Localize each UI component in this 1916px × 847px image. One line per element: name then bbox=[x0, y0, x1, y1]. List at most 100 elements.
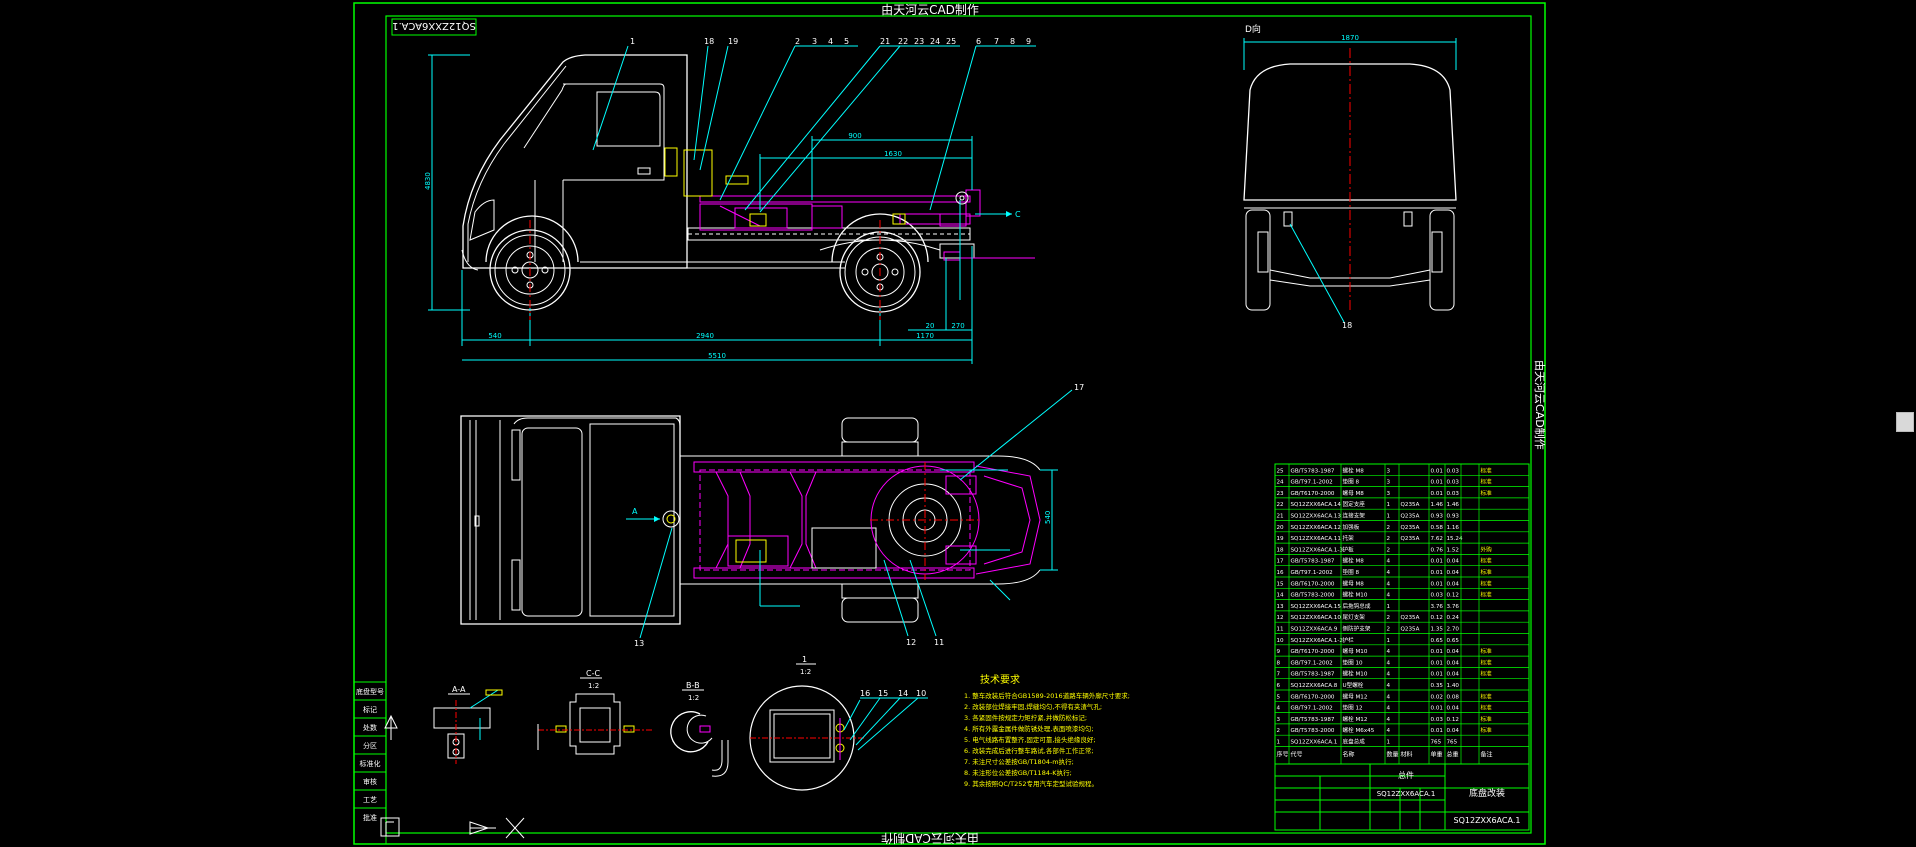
bom-cell: 15.24 bbox=[1447, 536, 1463, 542]
bom-cell: 标准 bbox=[1481, 489, 1493, 497]
bom-cell: 0.01 bbox=[1431, 649, 1444, 655]
bom-header-cell: 备注 bbox=[1481, 751, 1493, 759]
title-code: SQ12ZXX6ACA.1 bbox=[1377, 790, 1436, 798]
bom-cell: 标准 bbox=[1481, 591, 1493, 599]
bom-cell: 0.02 bbox=[1431, 694, 1443, 700]
dim-top-1: 900 bbox=[848, 132, 861, 140]
bom-cell: 1.46 bbox=[1431, 502, 1444, 508]
tech-line-5: 5. 电气线路布置整齐,固定可靠,接头绝缘良好; bbox=[964, 735, 1096, 744]
bom-cell: 0.08 bbox=[1447, 694, 1460, 700]
technical-requirements: 技术要求 1. 整车改装后符合GB1589-2016道路车辆外廓尺寸要求; 2.… bbox=[964, 673, 1130, 788]
bom-cell: 17 bbox=[1277, 559, 1285, 565]
bom-cell: 1 bbox=[1387, 740, 1391, 746]
dim-small-1: 20 bbox=[926, 322, 935, 330]
drawing-frame bbox=[353, 2, 1546, 845]
bom-cell: 后拖钩总成 bbox=[1343, 602, 1371, 610]
bom-cell: 11 bbox=[1277, 627, 1285, 633]
bom-cell: 垫圈 8 bbox=[1343, 478, 1360, 486]
bom-cell: 5 bbox=[1277, 694, 1281, 700]
balloon-25: 25 bbox=[946, 37, 956, 46]
bom-cell: 标准 bbox=[1481, 478, 1493, 486]
section-aa: A-A bbox=[433, 685, 503, 764]
left-label-5: 审核 bbox=[363, 777, 377, 786]
balloon-2: 2 bbox=[795, 37, 800, 46]
tech-line-9: 9. 其余按照QC/T252专用汽车定型试验规程。 bbox=[964, 779, 1098, 788]
bom-cell: 2 bbox=[1387, 536, 1391, 542]
bom-cell: 23 bbox=[1277, 491, 1285, 497]
bom-cell: 0.04 bbox=[1447, 660, 1460, 666]
left-label-0: 底盘型号 bbox=[356, 687, 384, 696]
bom-cell: 4 bbox=[1387, 706, 1391, 712]
bom-cell: 3.76 bbox=[1447, 604, 1460, 610]
vertical-scrollbar[interactable] bbox=[1894, 0, 1916, 847]
side-view-parts bbox=[664, 147, 1035, 261]
bom-cell: 12 bbox=[1277, 615, 1284, 621]
bom-cell: 4 bbox=[1387, 570, 1391, 576]
bom-header-cell: 单重 bbox=[1431, 751, 1443, 759]
bom-cell: 垫圈 12 bbox=[1343, 704, 1363, 712]
bom-cell: 14 bbox=[1277, 593, 1285, 599]
balloon-15: 15 bbox=[878, 689, 888, 698]
bom-cell: 0.03 bbox=[1431, 717, 1444, 723]
bom-cell: 螺栓 M10 bbox=[1343, 591, 1368, 599]
bom-cell: 24 bbox=[1277, 480, 1285, 486]
bom-cell: 2 bbox=[1277, 728, 1281, 734]
bom-cell: 标准 bbox=[1481, 658, 1493, 666]
bom-cell: GB/T97.1-2002 bbox=[1291, 480, 1333, 486]
bom-cell: 底盘总成 bbox=[1343, 738, 1366, 746]
bom-cell: SQ12ZXX6ACA.1-2 bbox=[1291, 638, 1343, 644]
bom-cell: SQ12ZXX6ACA.14 bbox=[1291, 502, 1342, 508]
section-arrow-c: C bbox=[1015, 210, 1021, 219]
bom-cell: 标准 bbox=[1481, 466, 1493, 474]
scrollbar-thumb[interactable] bbox=[1896, 412, 1914, 432]
dim-length: 5510 bbox=[708, 352, 726, 360]
bom-cell: GB/T5783-2000 bbox=[1291, 728, 1335, 734]
dim-wheelbase: 2940 bbox=[696, 332, 714, 340]
bom-cell: GB/T6170-2000 bbox=[1291, 649, 1335, 655]
left-label-1: 标记 bbox=[363, 705, 377, 714]
bom-cell: 1 bbox=[1387, 638, 1391, 644]
bom-cell: 0.01 bbox=[1431, 706, 1444, 712]
title-block: 总件 底盘改装 SQ12ZXX6ACA.1 SQ12ZXX6ACA.1 bbox=[1274, 763, 1530, 831]
bom-cell: 20 bbox=[1277, 525, 1285, 531]
bom-cell: 0.03 bbox=[1447, 491, 1460, 497]
bom-cell: 1 bbox=[1387, 604, 1391, 610]
bom-cell: 4 bbox=[1387, 694, 1391, 700]
dim-top-view-width: 540 bbox=[1044, 511, 1052, 524]
bom-cell: 1.52 bbox=[1447, 547, 1459, 553]
bom-cell: 1.16 bbox=[1447, 525, 1460, 531]
balloon-12: 12 bbox=[906, 638, 916, 647]
bom-cell: 0.01 bbox=[1431, 660, 1444, 666]
balloon-23: 23 bbox=[914, 37, 924, 46]
section-bb-scale: 1:2 bbox=[688, 694, 699, 702]
bom-cell: 加强板 bbox=[1343, 523, 1360, 531]
bom-cell: 0.01 bbox=[1431, 581, 1444, 587]
bom-cell: SQ12ZXX6ACA.11 bbox=[1291, 536, 1342, 542]
bom-cell: 10 bbox=[1277, 638, 1285, 644]
tech-line-1: 1. 整车改装后符合GB1589-2016道路车辆外廓尺寸要求; bbox=[964, 691, 1130, 700]
bom-cell: GB/T5783-2000 bbox=[1291, 593, 1335, 599]
bom-cell: Q235A bbox=[1401, 502, 1420, 508]
balloon-4: 4 bbox=[828, 37, 833, 46]
bom-cell: GB/T97.1-2002 bbox=[1291, 660, 1333, 666]
bom-cell: 4 bbox=[1387, 728, 1391, 734]
bom-cell: 0.12 bbox=[1431, 615, 1443, 621]
bom-cell: 侧防护支架 bbox=[1343, 625, 1371, 633]
balloon-9: 9 bbox=[1026, 37, 1031, 46]
bom-cell: Q235A bbox=[1401, 514, 1420, 520]
bom-cell: 7.62 bbox=[1431, 536, 1443, 542]
tech-line-8: 8. 未注形位公差按GB/T1184-K执行; bbox=[964, 768, 1072, 777]
watermark-right: 由天河云CAD制作 bbox=[1533, 360, 1547, 450]
bom-cell: 4 bbox=[1387, 649, 1391, 655]
bom-cell: 0.04 bbox=[1447, 706, 1460, 712]
drawing-code-mirrored: SQ12ZXX6ACA.1 bbox=[392, 20, 476, 31]
balloon-17: 17 bbox=[1074, 383, 1084, 392]
dim-rear-width: 1870 bbox=[1341, 34, 1359, 42]
bom-cell: 0.01 bbox=[1431, 491, 1444, 497]
bom-cell: 0.04 bbox=[1447, 672, 1460, 678]
bom-cell: 螺栓 M12 bbox=[1343, 715, 1368, 723]
bom-cell: SQ12ZXX6ACA.13 bbox=[1291, 514, 1342, 520]
bom-cell: 6 bbox=[1277, 683, 1281, 689]
balloon-6: 6 bbox=[976, 37, 981, 46]
